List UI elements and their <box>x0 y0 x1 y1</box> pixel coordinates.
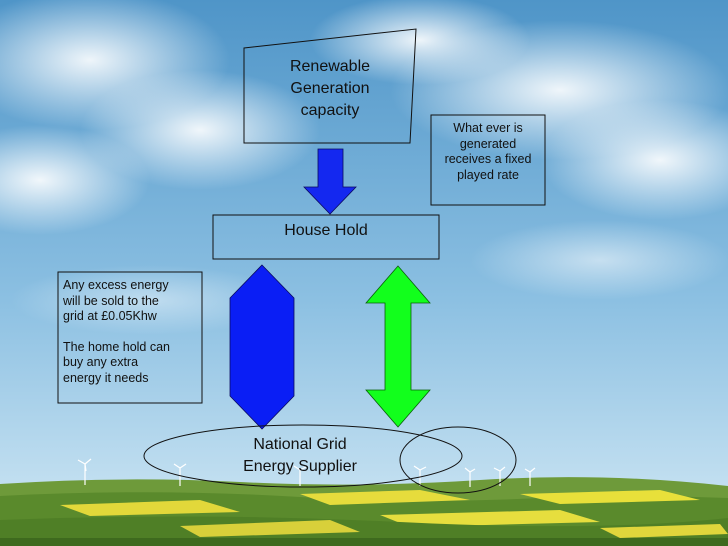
landscape <box>0 458 728 546</box>
excess-energy-note-box <box>57 271 203 404</box>
clouds <box>0 0 728 335</box>
excess-energy-note: Any excess energy will be sold to the gr… <box>63 278 203 386</box>
fixed-rate-note-box <box>430 114 546 206</box>
double-arrow-green <box>365 265 431 428</box>
fixed-rate-line-1: What ever is <box>453 121 523 135</box>
export-import-arrow-blue <box>229 264 295 430</box>
excess-line-4: The home hold can <box>63 339 171 354</box>
renewable-line-3: capacity <box>300 102 360 119</box>
fixed-rate-line-4: played rate <box>457 167 519 182</box>
renewable-line-1: Renewable <box>289 58 371 75</box>
fixed-rate-line-3: receives a fixed <box>444 152 532 166</box>
fixed-rate-note: What ever is generated receives a fixed … <box>433 121 543 183</box>
grid-supplier-ellipse <box>399 426 517 494</box>
excess-line-2: will be sold to the <box>63 293 159 308</box>
excess-line-6: energy it needs <box>63 370 149 385</box>
excess-line-1: Any excess energy <box>63 278 169 292</box>
national-grid-label: National Grid Energy Supplier <box>220 434 380 478</box>
national-grid-ellipse <box>143 424 463 488</box>
national-grid-line-2: Energy Supplier <box>243 458 357 475</box>
household-box <box>212 214 440 260</box>
renewable-generation-box <box>243 28 417 144</box>
national-grid-line-1: National Grid <box>253 436 347 453</box>
renewable-line-2: Generation <box>290 80 370 97</box>
household-label: House Hold <box>284 222 368 239</box>
excess-line-3: grid at £0.05Khw <box>63 309 157 323</box>
excess-line-5: buy any extra <box>63 355 139 369</box>
down-arrow <box>303 148 357 215</box>
renewable-generation-label: Renewable Generation capacity <box>250 56 410 122</box>
fixed-rate-line-2: generated <box>459 136 517 151</box>
